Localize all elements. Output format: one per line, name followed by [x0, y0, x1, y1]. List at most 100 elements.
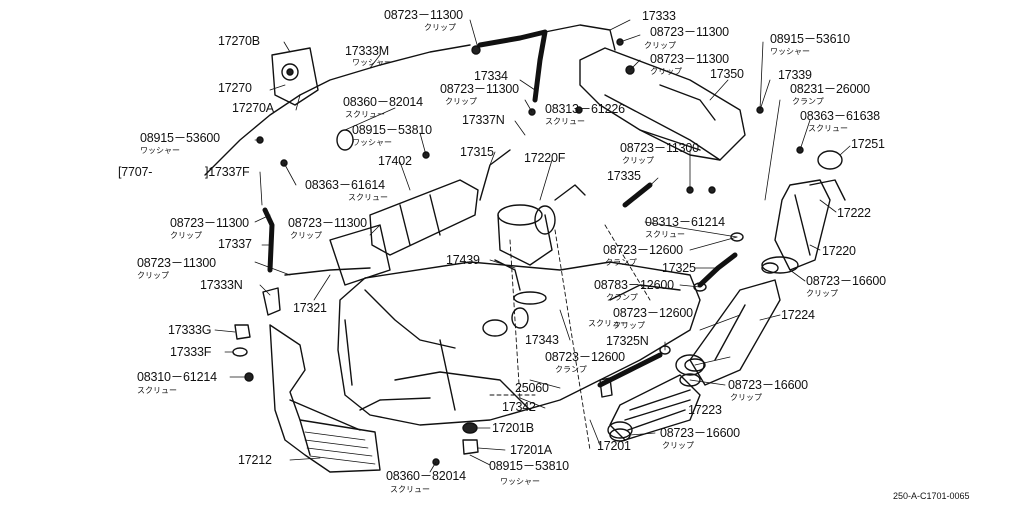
sublabel-screw-5: スクリュー	[645, 230, 685, 239]
sublabel-clip-8: クリップ	[137, 271, 169, 280]
sublabel-clip-7: クリップ	[290, 231, 322, 240]
sublabel-clip-5: クリップ	[622, 156, 654, 165]
part-label-08915-53810-b: 08915－53810	[489, 459, 569, 473]
part-label-25060: 25060	[515, 381, 549, 395]
hose-17325	[697, 252, 738, 288]
part-label-17201A: 17201A	[510, 443, 552, 457]
part-label-17201B: 17201B	[492, 421, 534, 435]
small-parts-left	[232, 136, 288, 382]
part-label-08723-11300-c: 08723－11300	[650, 52, 729, 66]
sublabel-washer-2: ワッシャー	[352, 58, 392, 67]
part-label-17270A: 17270A	[232, 101, 274, 115]
bracket-17402	[329, 179, 479, 286]
sublabel-screw-6: スクリュー	[588, 319, 628, 328]
part-label-17321: 17321	[293, 301, 327, 315]
part-label-17339: 17339	[778, 68, 812, 82]
sublabel-screw-3: スクリュー	[808, 124, 848, 133]
sublabel-clamp-2: クランプ	[605, 258, 637, 267]
part-label-17335: 17335	[607, 169, 641, 183]
part-label-08231-26000: 08231－26000	[790, 82, 870, 96]
part-label-17350: 17350	[710, 67, 744, 81]
part-label-17222: 17222	[837, 206, 871, 220]
part-label-17342: 17342	[502, 400, 536, 414]
sublabel-clamp-3: クランプ	[606, 293, 638, 302]
part-label-17337F: ]17337F	[205, 165, 250, 179]
part-label-17439: 17439	[446, 253, 480, 267]
sublabel-clip-12: クリップ	[662, 441, 694, 450]
part-label-17224: 17224	[781, 308, 815, 322]
canister-17350	[579, 47, 746, 161]
part-label-17270B: 17270B	[218, 34, 260, 48]
part-label-08723-16600-b: 08723－16600	[728, 378, 808, 392]
part-label-17201: 17201	[597, 439, 631, 453]
part-label-17315: 17315	[460, 145, 494, 159]
part-label-7707: [7707-	[118, 165, 153, 179]
part-label-08723-11300-h: 08723－11300	[137, 256, 216, 270]
sublabel-clip-10: クリップ	[613, 321, 645, 330]
part-label-08723-11300-f: 08723－11300	[170, 216, 249, 230]
sublabel-clip-6: クリップ	[170, 231, 202, 240]
sublabel-washer-3: ワッシャー	[352, 138, 392, 147]
part-label-08363-61614: 08363－61614	[305, 178, 385, 192]
tank-guard-17212	[269, 324, 381, 473]
part-label-17223: 17223	[688, 403, 722, 417]
part-label-08360-82014-a: 08360－82014	[343, 95, 423, 109]
part-label-08310-61214: 08310－61214	[137, 370, 217, 384]
part-label-08313-61214-a: 08313－61214	[645, 215, 725, 229]
reference-lines	[489, 224, 651, 451]
filler-neck-17220	[761, 150, 846, 274]
part-label-17333N: 17333N	[200, 278, 243, 292]
part-label-17220: 17220	[822, 244, 856, 258]
part-label-08723-11300-d: 08723－11300	[440, 82, 519, 96]
sublabel-clip-3: クリップ	[650, 67, 682, 76]
part-label-17337N: 17337N	[462, 113, 505, 127]
part-label-17334: 17334	[474, 69, 508, 83]
part-label-17325: 17325	[662, 261, 696, 275]
part-label-17333M: 17333M	[345, 44, 389, 58]
sublabel-clamp-1: クランプ	[792, 97, 824, 106]
sublabel-washer-4: ワッシャー	[140, 146, 180, 155]
part-label-08915-53810-a: 08915－53810	[352, 123, 432, 137]
part-label-17337: 17337	[218, 237, 252, 251]
drawing-reference-number: 250-A-C1701-0065	[893, 491, 970, 501]
part-label-08313-61226: 08313－61226	[545, 102, 625, 116]
sublabel-clip-4: クリップ	[445, 97, 477, 106]
part-label-08723-11300-a: 08723－11300	[384, 8, 463, 22]
sublabel-clip-9: クリップ	[806, 289, 838, 298]
sublabel-screw-7: スクリュー	[137, 386, 177, 395]
sublabel-screw-4: スクリュー	[348, 193, 388, 202]
part-label-08723-11300-b: 08723－11300	[650, 25, 729, 39]
part-label-17402: 17402	[378, 154, 412, 168]
part-label-17343: 17343	[525, 333, 559, 347]
valve-17270	[271, 47, 354, 151]
leader-lines	[214, 19, 851, 473]
part-label-08915-53600: 08915－53600	[140, 131, 220, 145]
sublabel-clip-1: クリップ	[424, 23, 456, 32]
part-label-08783-12600: 08783－12600	[594, 278, 674, 292]
part-label-08723-12600-c: 08723－12600	[545, 350, 625, 364]
part-label-08723-11300-g: 08723－11300	[288, 216, 367, 230]
sublabel-screw-8: スクリュー	[390, 485, 430, 494]
part-label-08723-11300-e: 08723－11300	[620, 141, 699, 155]
sublabel-washer-1: ワッシャー	[770, 47, 810, 56]
part-label-08915-53610: 08915－53610	[770, 32, 850, 46]
part-label-08723-12600-a: 08723－12600	[603, 243, 683, 257]
part-label-17333: 17333	[642, 9, 676, 23]
part-label-17333F: 17333F	[170, 345, 212, 359]
part-label-17220F: 17220F	[524, 151, 566, 165]
part-label-08723-12600-b: 08723－12600	[613, 306, 693, 320]
part-label-17251: 17251	[851, 137, 885, 151]
sublabel-clamp-4: クランプ	[555, 365, 587, 374]
part-label-17333G: 17333G	[168, 323, 212, 337]
sublabel-washer-5: ワッシャー	[500, 477, 540, 486]
part-label-08363-61638: 08363－61638	[800, 109, 880, 123]
part-label-17270: 17270	[218, 81, 252, 95]
sublabel-screw-2: スクリュー	[545, 117, 585, 126]
sublabel-clip-11: クリップ	[730, 393, 762, 402]
part-label-08360-82014-b: 08360－82014	[386, 469, 466, 483]
part-label-17325N: 17325N	[606, 334, 649, 348]
sublabel-clip-2: クリップ	[644, 41, 676, 50]
part-label-17212: 17212	[238, 453, 272, 467]
